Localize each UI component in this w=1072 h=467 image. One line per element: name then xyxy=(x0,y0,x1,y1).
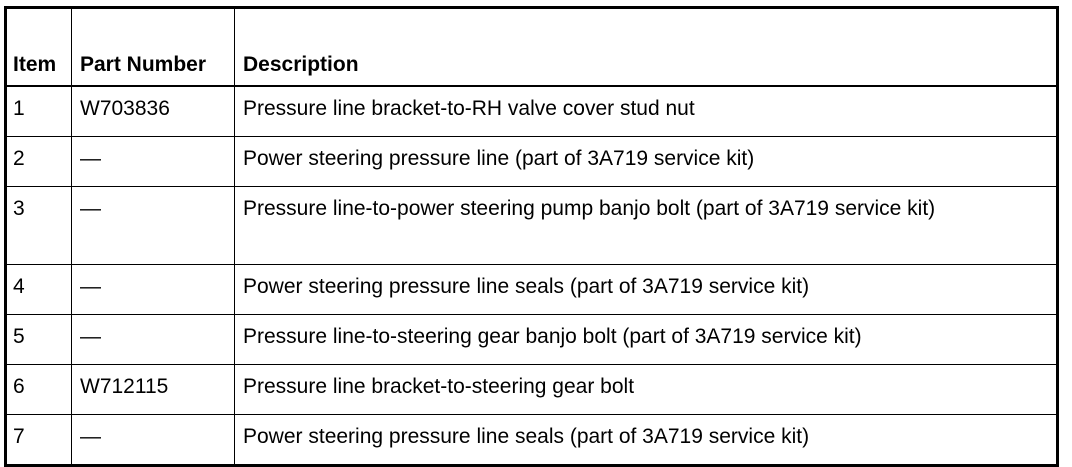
header-item: Item xyxy=(5,7,72,87)
table-body: 1 W703836 Pressure line bracket-to-RH va… xyxy=(5,85,1058,466)
item-cell: 7 xyxy=(5,414,72,466)
table-row: 7 — Power steering pressure line seals (… xyxy=(5,414,1058,466)
item-cell: 5 xyxy=(5,314,72,365)
item-cell: 3 xyxy=(5,186,72,265)
part-number-cell: — xyxy=(71,264,235,315)
item-cell: 6 xyxy=(5,364,72,415)
part-number-cell: — xyxy=(71,186,235,265)
table-row: 2 — Power steering pressure line (part o… xyxy=(5,136,1058,187)
part-number-cell: W703836 xyxy=(71,85,235,137)
description-cell: Power steering pressure line seals (part… xyxy=(234,264,1058,315)
header-part-number: Part Number xyxy=(71,7,235,87)
header-description: Description xyxy=(234,7,1058,87)
table-header: Item Part Number Description xyxy=(5,7,1058,87)
table-row: 6 W712115 Pressure line bracket-to-steer… xyxy=(5,364,1058,415)
description-cell: Power steering pressure line seals (part… xyxy=(234,414,1058,466)
description-cell: Pressure line bracket-to-RH valve cover … xyxy=(234,85,1058,137)
description-cell: Pressure line-to-power steering pump ban… xyxy=(234,186,1058,265)
table-row: 4 — Power steering pressure line seals (… xyxy=(5,264,1058,315)
part-number-cell: — xyxy=(71,414,235,466)
part-number-cell: W712115 xyxy=(71,364,235,415)
item-cell: 1 xyxy=(5,85,72,137)
parts-table: Item Part Number Description 1 W703836 P… xyxy=(4,6,1059,467)
header-row: Item Part Number Description xyxy=(5,7,1058,87)
part-number-cell: — xyxy=(71,314,235,365)
description-cell: Pressure line-to-steering gear banjo bol… xyxy=(234,314,1058,365)
item-cell: 2 xyxy=(5,136,72,187)
item-cell: 4 xyxy=(5,264,72,315)
table-row: 3 — Pressure line-to-power steering pump… xyxy=(5,186,1058,265)
description-cell: Power steering pressure line (part of 3A… xyxy=(234,136,1058,187)
parts-table-container: Item Part Number Description 1 W703836 P… xyxy=(4,6,1059,467)
table-row: 1 W703836 Pressure line bracket-to-RH va… xyxy=(5,85,1058,137)
part-number-cell: — xyxy=(71,136,235,187)
description-cell: Pressure line bracket-to-steering gear b… xyxy=(234,364,1058,415)
table-row: 5 — Pressure line-to-steering gear banjo… xyxy=(5,314,1058,365)
